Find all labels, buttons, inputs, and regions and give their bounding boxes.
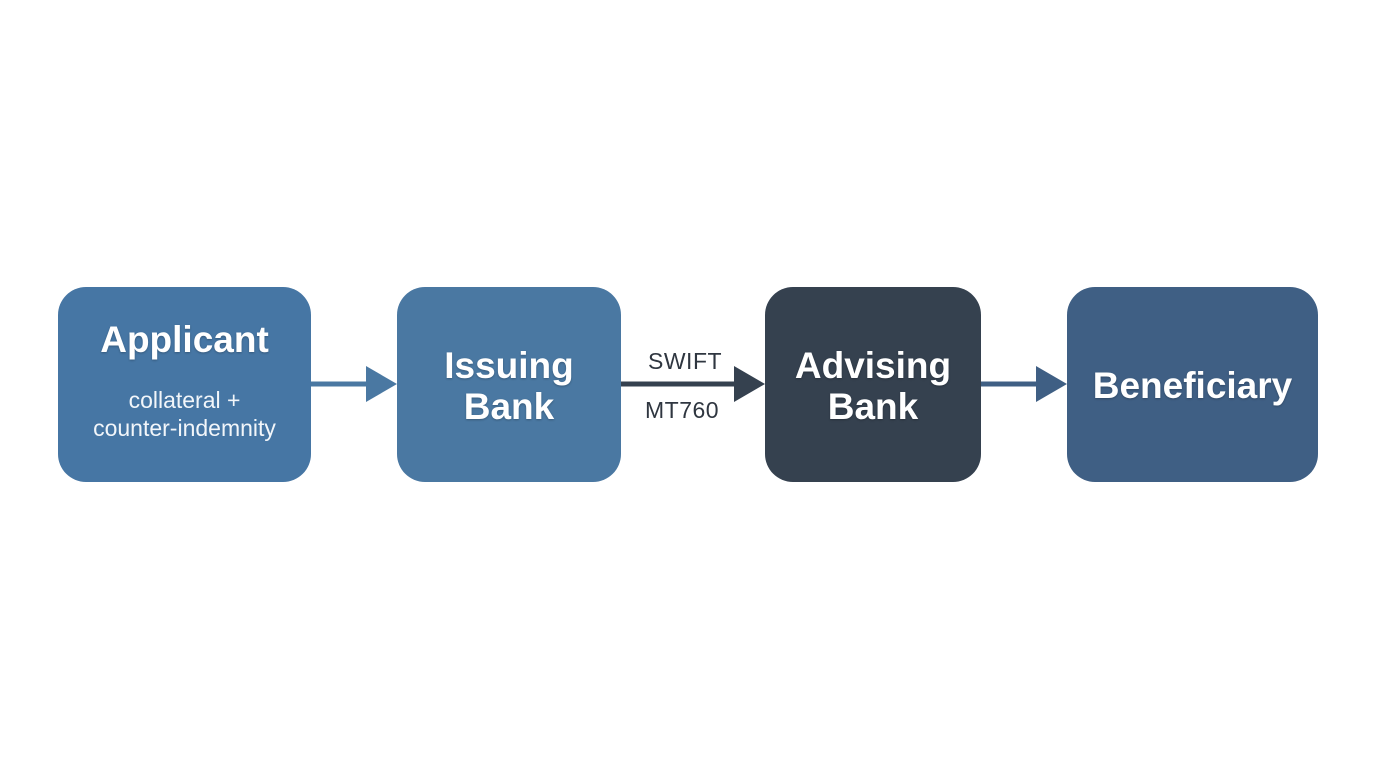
node-applicant-subtitle: collateral + counter-indemnity: [93, 387, 276, 441]
arrow-applicant-to-issuing: [311, 366, 397, 402]
node-advising-bank-title: Advising Bank: [794, 344, 952, 427]
node-beneficiary[interactable]: Beneficiary: [1067, 287, 1318, 482]
node-applicant-title: Applicant: [100, 319, 269, 360]
node-applicant[interactable]: Applicant collateral + counter-indemnity: [58, 287, 311, 482]
arrow-issuing-to-advising-head: [734, 366, 765, 402]
node-issuing-bank[interactable]: Issuing Bank: [397, 287, 621, 482]
edge-label-swift: SWIFT: [648, 348, 723, 374]
arrow-advising-to-beneficiary: [981, 366, 1067, 402]
arrow-applicant-to-issuing-head: [366, 366, 397, 402]
arrow-advising-to-beneficiary-head: [1036, 366, 1067, 402]
node-issuing-bank-title: Issuing Bank: [444, 344, 574, 427]
edge-label-mt760: MT760: [645, 397, 720, 423]
node-advising-bank[interactable]: Advising Bank: [765, 287, 981, 482]
node-beneficiary-title: Beneficiary: [1092, 365, 1293, 406]
